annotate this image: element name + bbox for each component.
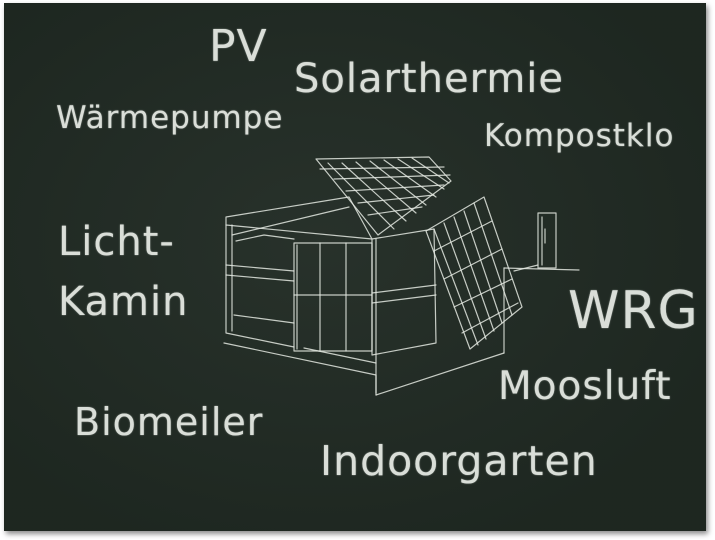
word-licht-line2: Kamin <box>58 279 189 325</box>
word-biomeiler: Biomeiler <box>74 400 264 444</box>
word-solarthermie: Solarthermie <box>294 56 565 102</box>
word-moosluft: Moosluft <box>498 364 672 409</box>
house-left-box <box>225 196 373 240</box>
house-roof <box>315 156 452 236</box>
word-waermepumpe: Wärmepumpe <box>56 100 284 136</box>
word-pv: PV <box>209 21 268 72</box>
word-kompostklo: Kompostklo <box>484 118 675 154</box>
chalkboard: PV Solarthermie Kompostklo Wärmepumpe Li… <box>4 3 706 531</box>
door <box>537 212 557 269</box>
word-indoorgarten: Indoorgarten <box>320 437 598 485</box>
house-right-wall <box>371 228 437 356</box>
house-sketch <box>223 156 580 396</box>
house-front-glazing <box>293 242 373 352</box>
solar-panel <box>425 196 523 350</box>
word-licht-line1: Licht- <box>58 219 175 265</box>
word-wrg: WRG <box>568 281 699 341</box>
